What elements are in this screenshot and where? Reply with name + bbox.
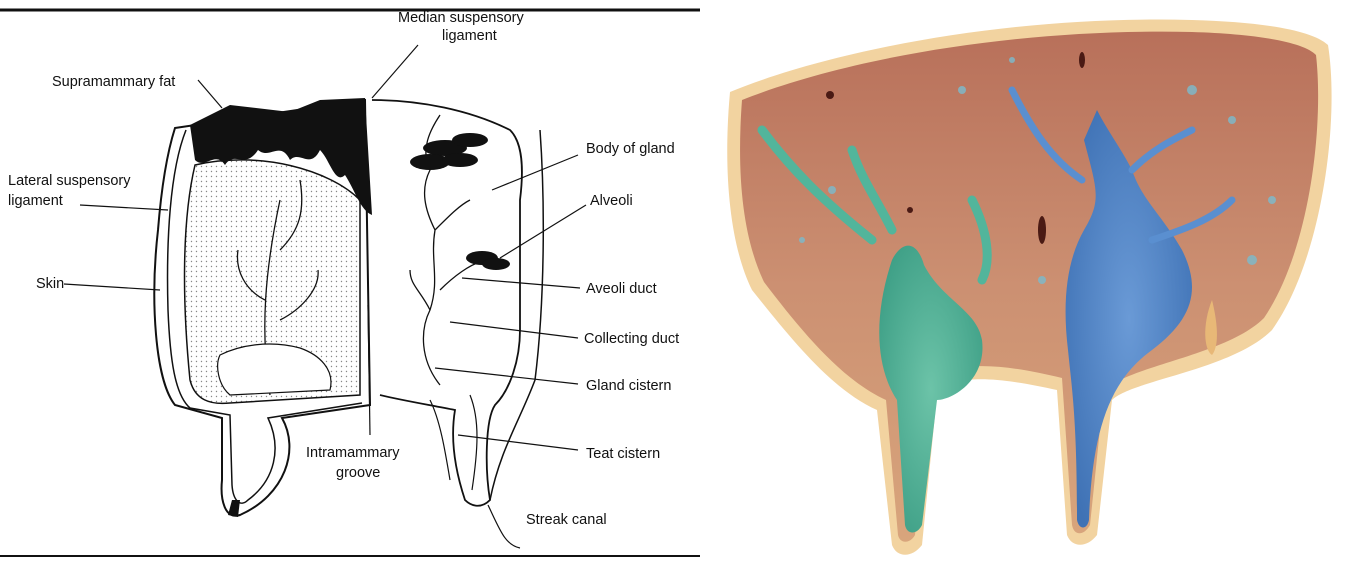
label-body-of-gland: Body of gland (586, 141, 675, 157)
label-median-suspensory-1: Median suspensory (398, 10, 524, 26)
label-gland-cistern: Gland cistern (586, 378, 671, 394)
label-skin: Skin (36, 276, 64, 292)
udder-diagram: Median suspensory ligament Supramammary … (0, 0, 700, 561)
label-aveoli-duct: Aveoli duct (586, 281, 657, 297)
alveoli-cluster-lower (466, 251, 510, 270)
label-intramammary-2: groove (336, 465, 380, 481)
label-alveoli: Alveoli (590, 193, 633, 209)
right-streak-canal (488, 505, 520, 548)
label-streak-canal: Streak canal (526, 512, 607, 528)
udder-cast-photo (712, 0, 1352, 561)
label-teat-cistern: Teat cistern (586, 446, 660, 462)
udder-cast-photo-svg (712, 0, 1352, 561)
label-supramammary-fat: Supramammary fat (52, 74, 175, 90)
label-lateral-suspensory-1: Lateral suspensory (8, 173, 131, 189)
label-intramammary-1: Intramammary (306, 445, 400, 461)
alveoli-cluster-top (410, 133, 488, 170)
udder-diagram-svg: Median suspensory ligament Supramammary … (0, 0, 700, 561)
photo-tissue (740, 32, 1318, 542)
label-lateral-suspensory-2: ligament (8, 193, 63, 209)
label-collecting-duct: Collecting duct (584, 331, 679, 347)
label-median-suspensory-2: ligament (442, 28, 497, 44)
